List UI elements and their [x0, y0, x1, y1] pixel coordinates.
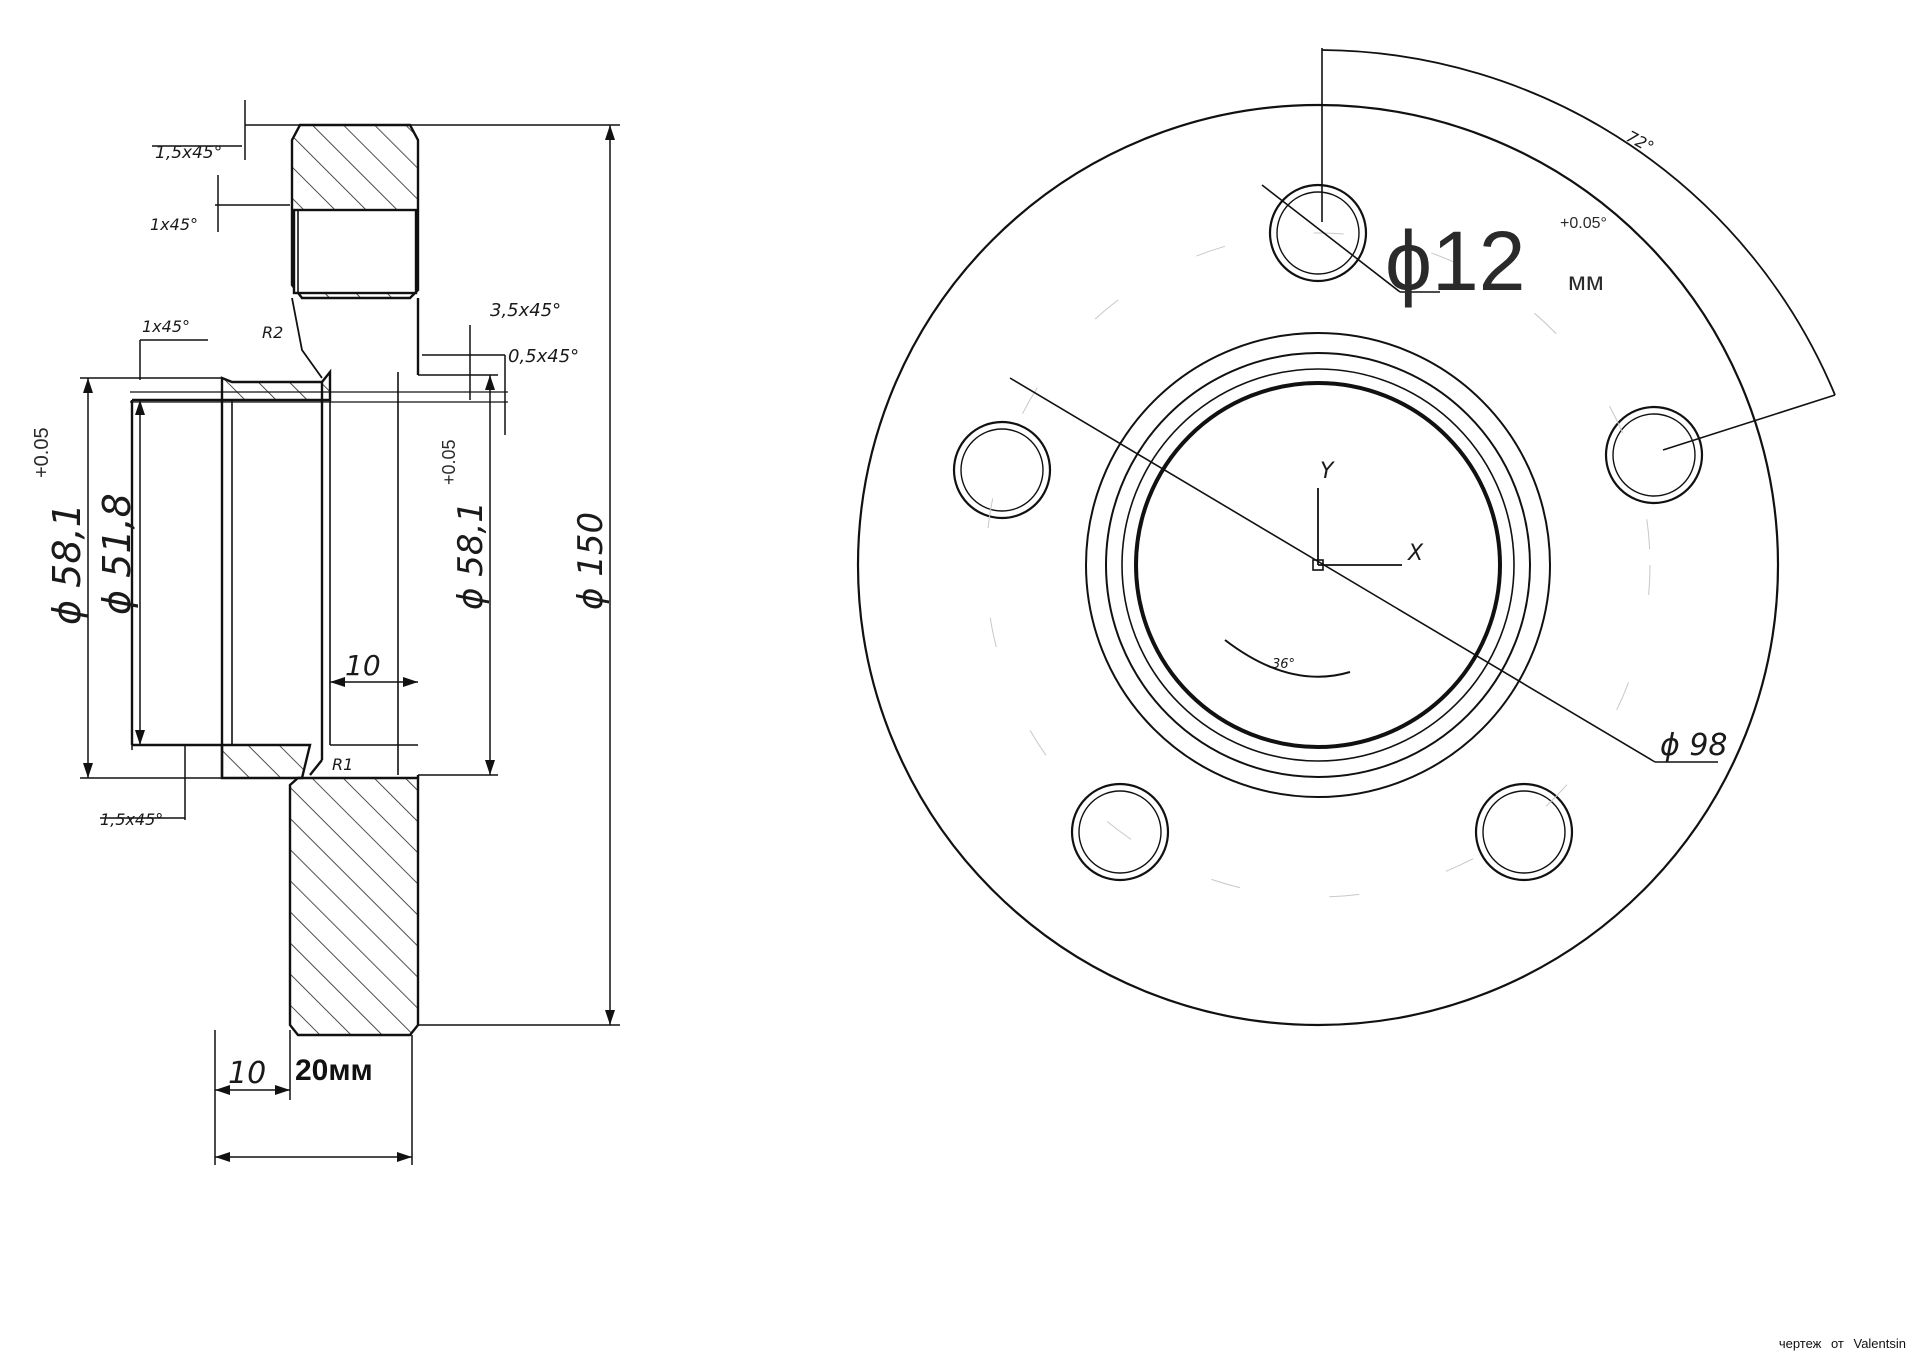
- label-hole-unit: мм: [1568, 266, 1604, 296]
- label-dia-right-tol: +0.05: [439, 439, 459, 485]
- bolt-hole-left: [952, 420, 1052, 520]
- hub-top-section: [220, 368, 332, 402]
- bolt-holes: [952, 183, 1704, 882]
- label-angle-inner: 36°: [1272, 657, 1295, 672]
- front-view-labels: 72° ϕ12 мм +0.05° Y X 36° ϕ 98: [1272, 127, 1728, 763]
- side-view-labels: 1,5x45° 1x45° 1x45° R2 3,5x45° 0,5x45° 1…: [31, 143, 611, 1091]
- label-angle-holes: 72°: [1623, 127, 1657, 157]
- label-axis-x: X: [1407, 541, 1424, 566]
- flange-bottom-section: [288, 776, 420, 1037]
- label-dia-right: ϕ 58,1: [451, 501, 491, 610]
- label-chamfer-bore: 1x45°: [142, 317, 190, 336]
- label-dia-outer-left-tol: +0.05: [31, 427, 53, 478]
- label-step-width: 10: [345, 649, 381, 682]
- label-axis-y: Y: [1320, 459, 1335, 484]
- label-dia-total: ϕ 150: [571, 512, 611, 610]
- label-dia-inner: ϕ 51,8: [95, 493, 139, 615]
- label-dia-outer-left: ϕ 58,1: [45, 503, 89, 625]
- bolt-hole-bottom-right: [1474, 782, 1574, 882]
- label-radius-top: R2: [262, 323, 283, 342]
- hub-ring-inner: [1121, 368, 1515, 762]
- hub-ring-mid: [1105, 352, 1531, 778]
- label-dia-pcd: ϕ 98: [1660, 728, 1728, 763]
- author-credit: чертеж от Valentsin: [1778, 1336, 1906, 1351]
- hub-ring-outer: [1085, 332, 1551, 798]
- bore-circle: [1134, 381, 1502, 749]
- flange-outer-circle: [856, 103, 1780, 1027]
- side-section-view: [80, 100, 620, 1165]
- hub-bottom-section: [220, 743, 312, 780]
- label-width-flange: 20мм: [295, 1054, 373, 1087]
- label-chamfer-bottom: 1,5x45°: [100, 810, 163, 829]
- label-chamfer-right-1: 3,5x45°: [490, 300, 561, 321]
- bolt-hole-right: [1604, 405, 1704, 505]
- label-chamfer-top-outer: 1,5x45°: [155, 143, 222, 163]
- label-chamfer-right-2: 0,5x45°: [508, 346, 579, 367]
- label-chamfer-hole: 1x45°: [150, 215, 198, 234]
- label-width-hub: 10: [228, 1056, 266, 1091]
- bolt-hole-section: [292, 208, 418, 295]
- label-hole-tol: +0.05°: [1560, 215, 1607, 232]
- label-hole-dia: ϕ12: [1385, 214, 1525, 308]
- label-radius-bottom: R1: [332, 755, 353, 774]
- bolt-hole-bottom-left: [1070, 782, 1170, 882]
- bolt-hole-top: [1268, 183, 1368, 283]
- front-view: [856, 48, 1836, 1027]
